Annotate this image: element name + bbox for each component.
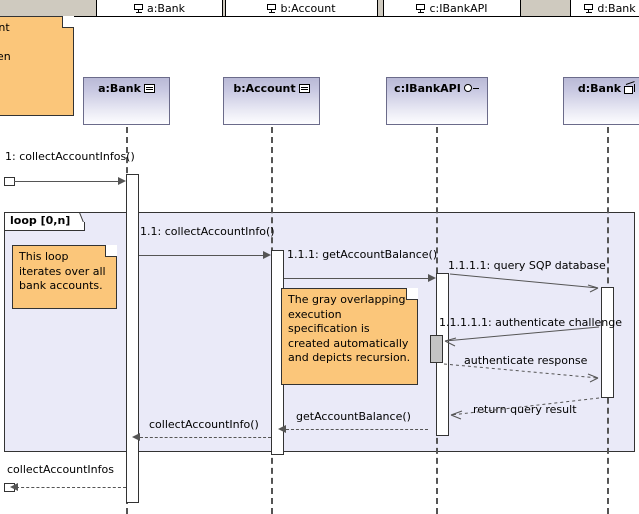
message-line-m10 [16,487,126,488]
execution-spec-c-ibankapi-recursive[interactable] [430,335,443,363]
lifeline-head-c-ibankapi[interactable]: c:IBankAPI [386,77,488,125]
message-label-m8: getAccountBalance() [296,410,411,423]
lifeline-head-b-account[interactable]: b:Account [223,77,320,125]
tab-a-bank[interactable]: a:Bank [96,0,223,16]
message-label-m1: 1: collectAccountInfos() [5,150,135,163]
message-arrowhead-m10 [10,483,18,491]
node-cube-icon [624,81,636,94]
message-label-m5: 1.1.1.1.1: authenticate challenge [439,316,623,329]
message-line-m9 [140,437,271,438]
note-recursion-explanation[interactable]: The gray overlapping execution specifica… [281,288,418,385]
note-text: ate element s that the ge has been y ano… [0,21,11,63]
component-list-icon [298,84,310,93]
message-label-m2: 1.1: collectAccountInfo() [140,225,275,238]
tab-c-ibankapi[interactable]: c:IBankAPI [383,0,521,16]
message-arrowhead-m9 [132,433,140,441]
lifeline-head-d-bank[interactable]: d:Bank [563,77,639,125]
lifeline-label: c:IBankAPI [394,82,461,95]
message-line-m8 [286,429,428,430]
message-label-m6: authenticate response [464,354,588,367]
node-screen-icon [267,3,277,13]
message-label-m9: collectAccountInfo() [149,418,259,431]
note-text: This loop iterates over all bank account… [19,250,106,292]
tab-label: b:Account [280,1,336,15]
execution-spec-a-bank[interactable] [126,174,139,503]
lifeline-label: d:Bank [577,82,622,95]
tab-label: c:IBankAPI [429,1,488,15]
message-arrowhead-m8 [278,425,286,433]
tab-label: d:Bank [597,1,636,15]
lifeline-label: a:Bank [98,82,141,95]
note-gate-explanation[interactable]: ate element s that the ge has been y ano… [0,16,74,116]
tab-bar: a:Bank b:Account c:IBankAPI d:Bank [0,0,639,17]
message-label-m7: return query result [473,403,577,416]
message-label-m4: 1.1.1.1: query SQP database [448,259,606,272]
message-line-m1 [14,181,120,182]
tab-label: a:Bank [146,1,186,15]
component-list-icon [143,84,155,93]
message-arrowhead-m3 [428,274,436,282]
message-line-m3 [284,278,430,279]
message-label-m10: collectAccountInfos [7,463,114,476]
interface-lollipop-icon [463,84,480,93]
diagram-canvas[interactable]: loop [0,n] a:Bank b:Account c:IBankAPI d… [0,16,639,514]
node-screen-icon [133,3,144,13]
node-screen-icon [584,3,594,13]
node-screen-icon [416,3,426,13]
message-label-m3: 1.1.1: getAccountBalance() [287,248,438,261]
lifeline-label: b:Account [233,82,296,95]
tab-d-bank[interactable]: d:Bank [570,0,639,16]
message-arrowhead-m2 [263,251,271,259]
tab-b-account[interactable]: b:Account [225,0,378,16]
execution-spec-d-bank[interactable] [601,287,614,398]
fragment-operator-label: loop [0,n] [5,213,86,231]
lifeline-head-a-bank[interactable]: a:Bank [83,77,170,125]
note-text: The gray overlapping execution specifica… [288,293,411,364]
message-arrowhead-m1 [118,177,126,185]
message-line-m2 [139,255,265,256]
note-loop-explanation[interactable]: This loop iterates over all bank account… [12,245,117,309]
